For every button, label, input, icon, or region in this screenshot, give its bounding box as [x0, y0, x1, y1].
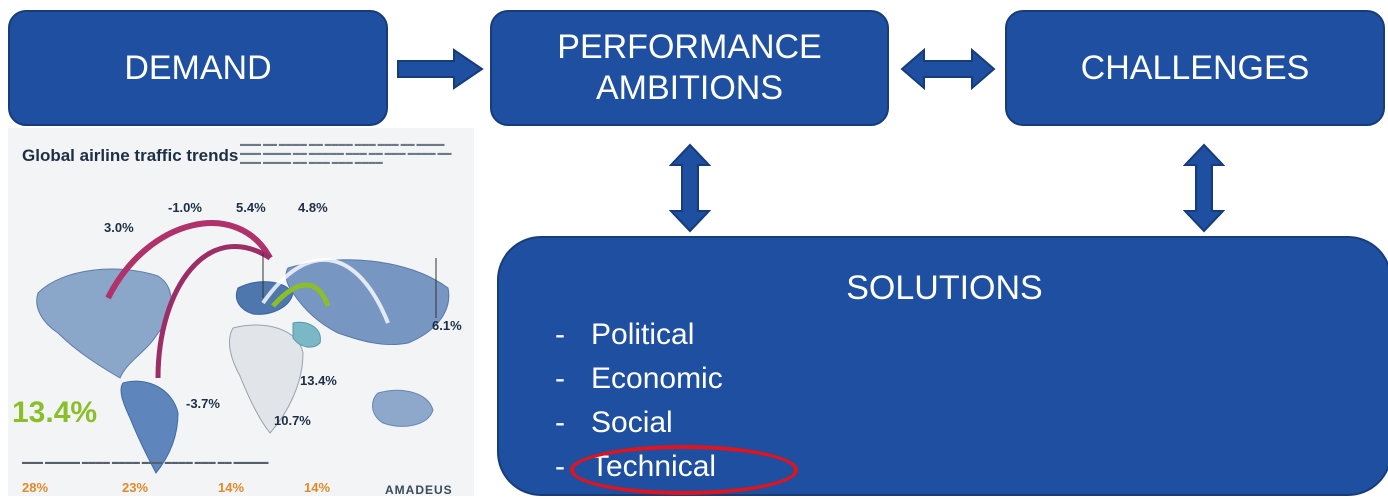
stat-label: 10.7% [274, 413, 311, 428]
solution-item-social: -Social [555, 406, 673, 439]
right-arrow-icon [397, 48, 484, 90]
stat-label: 3.0% [104, 220, 134, 235]
footer-stat: 14% [304, 480, 331, 495]
double-arrow-vertical-icon [669, 143, 711, 233]
solutions-title: SOLUTIONS [846, 269, 1043, 307]
performance-label-line2: AMBITIONS [595, 69, 784, 107]
brand-logo: AMADEUS [385, 483, 453, 496]
footer-stat: 14% [218, 480, 245, 495]
footer-stat: 23% [122, 480, 149, 495]
performance-label-line1: PERFORMANCE [557, 28, 822, 67]
stat-label: 4.8% [298, 200, 328, 215]
stat-label: 5.4% [236, 200, 266, 215]
demand-label: DEMAND [124, 48, 272, 87]
double-arrow-horizontal-icon [900, 48, 996, 90]
stat-label: 6.1% [432, 318, 462, 333]
solution-item-political: -Political [555, 318, 695, 351]
technical-highlight-circle [570, 445, 798, 495]
infographic-blurb: ▬▬▬ ▬▬ ▬▬▬▬ ▬▬ ▬▬▬▬ ▬▬▬ ▬▬▬ ▬▬ ▬▬▬▬ ▬▬▬ … [240, 141, 452, 166]
challenges-box: CHALLENGES [1005, 10, 1385, 126]
world-map [36, 220, 450, 474]
stat-label: -3.7% [186, 396, 220, 411]
footer-stat: 28% [22, 480, 49, 495]
stat-label: 13.4% [300, 373, 337, 388]
infographic-title: Global airline traffic trends [22, 146, 239, 165]
challenges-label: CHALLENGES [1080, 48, 1310, 87]
infographic-footer-text: ▬▬▬ ▬▬▬▬▬ ▬▬▬▬ ▬▬▬▬ ▬▬▬ ▬▬▬▬ ▬▬▬ ▬▬ ▬▬▬▬… [22, 459, 269, 466]
traffic-trends-infographic: Global airline traffic trends ▬▬▬ ▬▬ ▬▬▬… [8, 128, 474, 496]
demand-box: DEMAND [8, 10, 388, 126]
stat-label: -1.0% [168, 200, 202, 215]
double-arrow-vertical-icon [1183, 143, 1225, 233]
highlight-stat: 13.4% [12, 396, 98, 429]
performance-ambitions-box: PERFORMANCE AMBITIONS [490, 10, 889, 126]
solution-item-economic: -Economic [555, 362, 723, 395]
